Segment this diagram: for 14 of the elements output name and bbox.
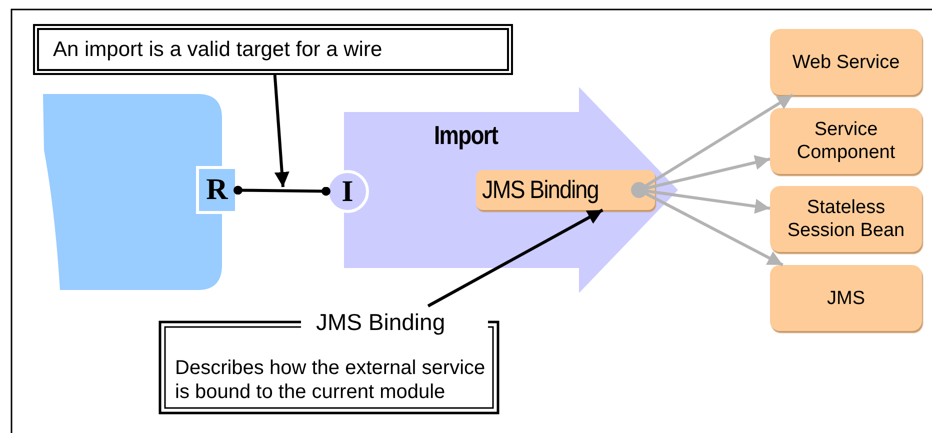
target-box: Web Service xyxy=(770,29,922,95)
leader-line xyxy=(273,74,290,188)
reference-port: R xyxy=(196,166,238,214)
callout-text: Describes how the external service is bound to the current module xyxy=(175,356,486,404)
wire xyxy=(234,186,330,196)
arrow-title: Import xyxy=(434,120,498,151)
target-box: JMS xyxy=(770,265,922,331)
callout-box: An import is a valid target for a wire xyxy=(33,24,513,75)
binding-label: JMS Binding xyxy=(482,175,598,206)
leader-line xyxy=(427,208,604,308)
target-box: Stateless Session Bean xyxy=(770,186,922,252)
import-arrow xyxy=(344,87,678,293)
binding-box xyxy=(476,170,655,210)
target-box: Service Component xyxy=(770,108,922,174)
